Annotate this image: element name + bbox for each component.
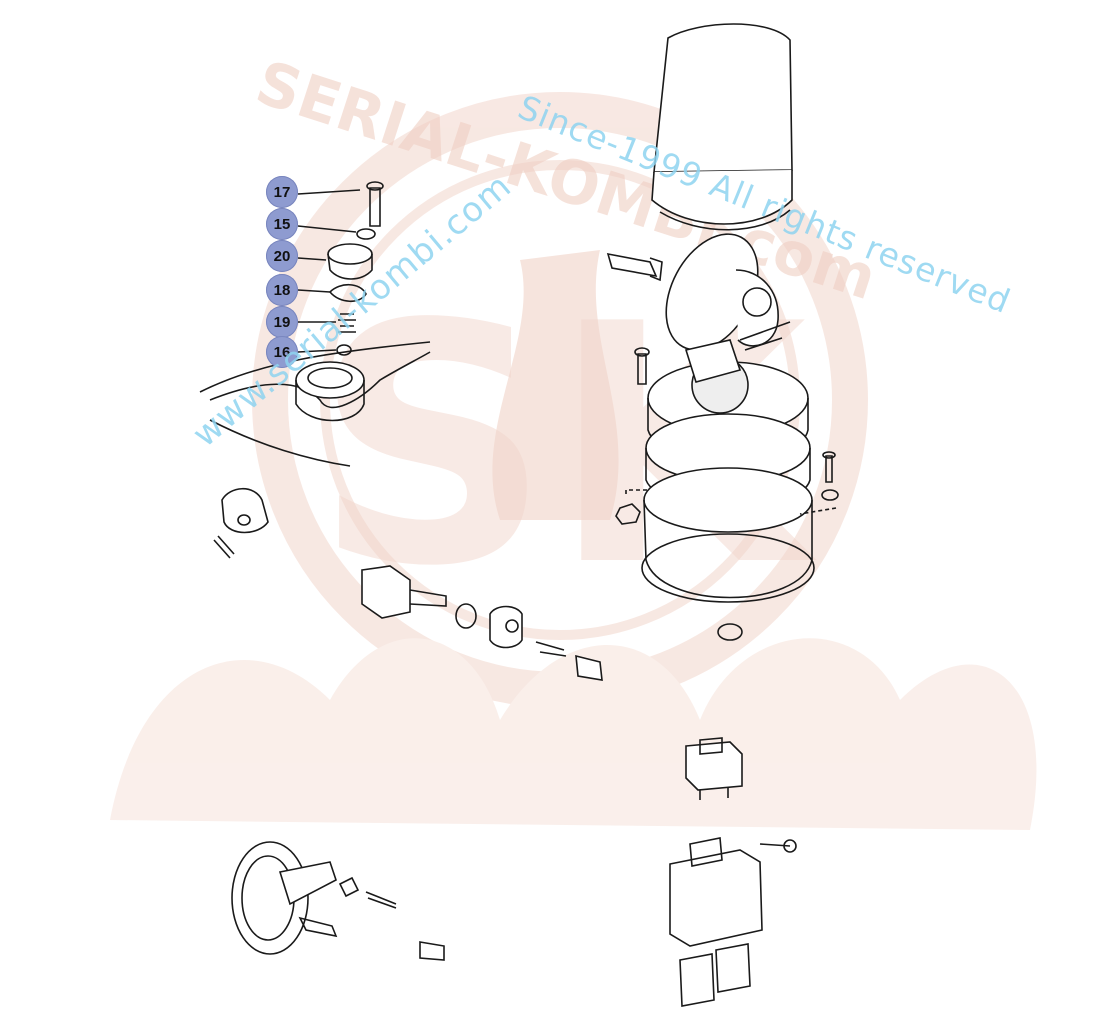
callout-20[interactable]: 20 [266,240,298,272]
callout-18[interactable]: 18 [266,274,298,306]
callout-parts [297,181,384,356]
callout-17[interactable]: 17 [266,176,298,208]
relay-small [685,737,743,800]
callout-15[interactable]: 15 [266,208,298,240]
mount-arm [199,341,431,467]
beacon-base [641,339,815,603]
callout-19[interactable]: 19 [266,306,298,338]
lamp-bulb [606,252,663,282]
horn [231,841,445,961]
beacon-dome [651,23,793,231]
beacon-screws [615,347,839,641]
callout-16[interactable]: 16 [266,336,298,368]
relay-large [669,837,797,1007]
switch-assembly [361,565,603,681]
reflector [665,233,791,351]
rubber-foot [213,487,269,559]
